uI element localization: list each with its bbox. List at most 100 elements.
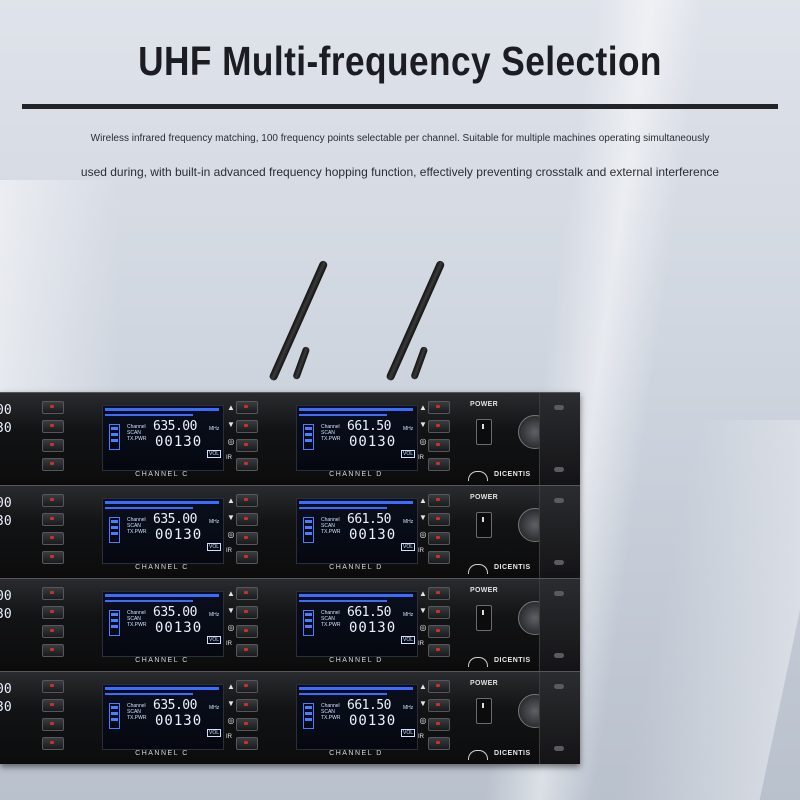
down-button[interactable] <box>236 606 258 619</box>
description-line-1: Wireless infrared frequency matching, 10… <box>90 133 710 144</box>
set-button[interactable] <box>428 718 450 731</box>
ir-button[interactable] <box>428 737 450 750</box>
up-button[interactable] <box>428 401 450 414</box>
lcd-labels: Channel SCAN TX.PWR <box>321 703 341 721</box>
power-switch[interactable] <box>476 419 492 445</box>
af-level-bar <box>299 600 387 602</box>
brand-name: DICENTIS <box>494 564 531 571</box>
set-icon: ◎ <box>227 530 235 539</box>
set-button[interactable] <box>428 439 450 452</box>
rack-mount-hole <box>554 467 564 472</box>
power-switch[interactable] <box>476 512 492 538</box>
down-button[interactable] <box>428 420 450 433</box>
description-line-2: used during, with built-in advanced freq… <box>80 165 720 179</box>
af-level-bar <box>299 414 387 416</box>
channel-number-readout: 00130 <box>349 713 397 729</box>
receiver-unit: 00 30 Channel SCAN TX.PWR 635.00 MHz 001… <box>0 392 580 485</box>
down-button[interactable] <box>236 420 258 433</box>
down-button[interactable] <box>42 420 64 433</box>
up-button[interactable] <box>428 494 450 507</box>
up-button[interactable] <box>236 401 258 414</box>
af-level-bar <box>105 693 193 695</box>
brand-name: DICENTIS <box>494 750 531 757</box>
battery-icon <box>109 703 120 729</box>
up-button[interactable] <box>42 494 64 507</box>
up-button[interactable] <box>428 680 450 693</box>
edge-number-fragment: 30 <box>0 514 12 529</box>
ir-button[interactable] <box>42 551 64 564</box>
battery-icon <box>303 610 314 636</box>
rack-mount-hole <box>554 498 564 503</box>
channel-b-edge: 00 30 <box>0 672 30 764</box>
channel-number-readout: 00130 <box>155 527 203 543</box>
up-button[interactable] <box>42 680 64 693</box>
up-button[interactable] <box>236 587 258 600</box>
down-button[interactable] <box>42 606 64 619</box>
frequency-readout: 661.50 <box>347 605 391 620</box>
rack-mount-hole <box>554 684 564 689</box>
up-arrow-icon: ▲ <box>227 496 235 505</box>
set-button[interactable] <box>428 532 450 545</box>
ir-button[interactable] <box>236 737 258 750</box>
up-button[interactable] <box>42 587 64 600</box>
down-button[interactable] <box>42 699 64 712</box>
ir-button[interactable] <box>42 737 64 750</box>
edge-frequency-fragment: 00 <box>0 682 12 697</box>
lcd-display-channel-c: Channel SCAN TX.PWR 635.00 MHz 00130 VOL <box>102 405 224 471</box>
power-label: POWER <box>470 587 498 594</box>
set-button[interactable] <box>42 625 64 638</box>
rack-ear <box>539 393 580 485</box>
set-button[interactable] <box>42 718 64 731</box>
lcd-labels: Channel SCAN TX.PWR <box>127 517 147 535</box>
ir-button[interactable] <box>428 551 450 564</box>
ir-button[interactable] <box>236 458 258 471</box>
set-button[interactable] <box>236 625 258 638</box>
ir-button[interactable] <box>42 644 64 657</box>
brand-name: DICENTIS <box>494 657 531 664</box>
up-button[interactable] <box>42 401 64 414</box>
rf-level-bar <box>299 594 413 597</box>
lcd-labels: Channel SCAN TX.PWR <box>127 424 147 442</box>
up-arrow-icon: ▲ <box>227 589 235 598</box>
up-button[interactable] <box>428 587 450 600</box>
ir-button[interactable] <box>236 551 258 564</box>
set-button[interactable] <box>236 718 258 731</box>
vol-label: VOL <box>401 543 416 551</box>
power-switch[interactable] <box>476 605 492 631</box>
vol-label: VOL <box>401 729 416 737</box>
down-button[interactable] <box>428 699 450 712</box>
set-button[interactable] <box>236 439 258 452</box>
ir-button[interactable] <box>428 458 450 471</box>
channel-b-edge: 00 30 <box>0 486 30 578</box>
down-button[interactable] <box>428 513 450 526</box>
channel-number-readout: 00130 <box>155 620 203 636</box>
down-button[interactable] <box>236 699 258 712</box>
up-button[interactable] <box>236 494 258 507</box>
lcd-display-channel-c: Channel SCAN TX.PWR 635.00 MHz 00130 VOL <box>102 591 224 657</box>
power-switch[interactable] <box>476 698 492 724</box>
lcd-labels: Channel SCAN TX.PWR <box>127 703 147 721</box>
receiver-unit: 00 30 Channel SCAN TX.PWR 635.00 MHz 001… <box>0 578 580 671</box>
down-arrow-icon: ▼ <box>419 699 427 708</box>
set-icon: ◎ <box>419 530 427 539</box>
down-button[interactable] <box>236 513 258 526</box>
set-button[interactable] <box>236 532 258 545</box>
down-button[interactable] <box>42 513 64 526</box>
up-button[interactable] <box>236 680 258 693</box>
set-button[interactable] <box>428 625 450 638</box>
up-arrow-icon: ▲ <box>419 682 427 691</box>
af-level-bar <box>105 507 193 509</box>
ir-button[interactable] <box>236 644 258 657</box>
ir-label: IR <box>418 641 424 647</box>
channel-c-label: CHANNEL C <box>135 750 189 757</box>
set-button[interactable] <box>42 439 64 452</box>
frequency-readout: 661.50 <box>347 512 391 527</box>
channel-d-label: CHANNEL D <box>329 750 383 757</box>
down-button[interactable] <box>428 606 450 619</box>
ir-label: IR <box>226 548 232 554</box>
set-button[interactable] <box>42 532 64 545</box>
background-light-beam <box>619 420 800 800</box>
ir-button[interactable] <box>428 644 450 657</box>
ir-label: IR <box>226 734 232 740</box>
ir-button[interactable] <box>42 458 64 471</box>
